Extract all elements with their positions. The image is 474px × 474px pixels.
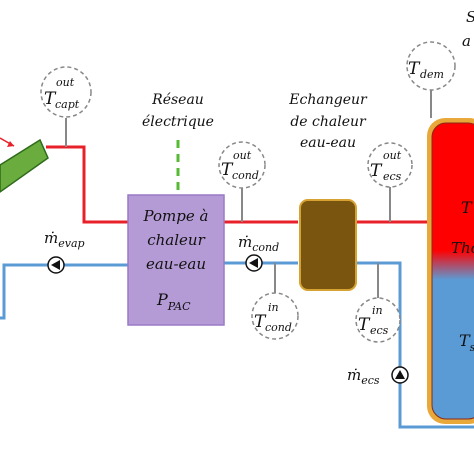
svg-text:T: T	[408, 59, 421, 79]
tank-top-temperature: T	[461, 198, 473, 217]
heat-pump-power-label: PPAC	[156, 290, 191, 313]
svg-text:out: out	[233, 149, 252, 162]
ecs-pump	[391, 366, 409, 384]
sensor-t-ecs-in: T in ecs	[355, 297, 401, 343]
exchanger-label-line2: de chaleur	[290, 114, 367, 130]
svg-text:out: out	[383, 149, 402, 162]
cond-pump	[245, 254, 263, 272]
corner-label-line1: S	[466, 8, 474, 26]
svg-text:dem: dem	[420, 68, 444, 81]
tank-middle-label: Tho	[451, 239, 474, 257]
svg-text:ecs: ecs	[383, 170, 402, 183]
flow-ecs-label: ṁecs	[347, 366, 380, 387]
svg-text:cond: cond	[265, 321, 292, 334]
evap-pump	[47, 256, 65, 274]
sensor-t-cond-out: T out cond	[218, 141, 266, 189]
sensor-t-ecs-out: T out ecs	[367, 142, 413, 188]
heat-pump-label-line2: chaleur	[147, 231, 205, 249]
collector-hot-pipe	[46, 145, 128, 224]
svg-text:T: T	[44, 89, 57, 109]
exchanger-label-line3: eau-eau	[300, 135, 356, 151]
network-label-line1: Réseau	[151, 92, 204, 108]
heat-pump-label-line3: eau-eau	[146, 255, 206, 273]
flow-cond-label: ṁcond	[238, 233, 279, 254]
tank-bottom-temperature: Ts	[459, 331, 474, 354]
exchanger-label-line1: Echangeur	[288, 92, 368, 108]
svg-text:cond: cond	[232, 169, 259, 182]
heat-pump: Pompe à chaleur eau-eau PPAC	[127, 194, 225, 326]
storage-tank: T Tho Ts	[427, 118, 474, 424]
solar-collector	[0, 137, 49, 193]
svg-text:in: in	[372, 304, 383, 317]
svg-text:T: T	[254, 312, 267, 332]
heat-exchanger	[299, 199, 357, 291]
cold-pipes	[0, 261, 474, 429]
svg-text:T: T	[358, 315, 371, 335]
sun-ray-arrowhead	[7, 141, 14, 147]
svg-text:ecs: ecs	[370, 324, 389, 337]
sensor-t-dem: T dem	[406, 41, 456, 91]
svg-text:in: in	[268, 301, 279, 314]
heat-pump-label-line1: Pompe à	[143, 207, 209, 225]
network-label-line2: électrique	[142, 114, 214, 130]
sensor-t-cond-in: T in cond	[251, 292, 299, 340]
svg-text:out: out	[56, 76, 75, 89]
svg-text:T: T	[370, 161, 383, 181]
svg-text:T: T	[221, 160, 234, 180]
sensor-t-capt-out: T out capt	[40, 66, 92, 118]
flow-evap-label: ṁevap	[44, 229, 85, 250]
svg-text:capt: capt	[55, 98, 80, 111]
evaporator-cold-pipe	[0, 263, 128, 320]
corner-label-line2: a	[462, 32, 471, 50]
